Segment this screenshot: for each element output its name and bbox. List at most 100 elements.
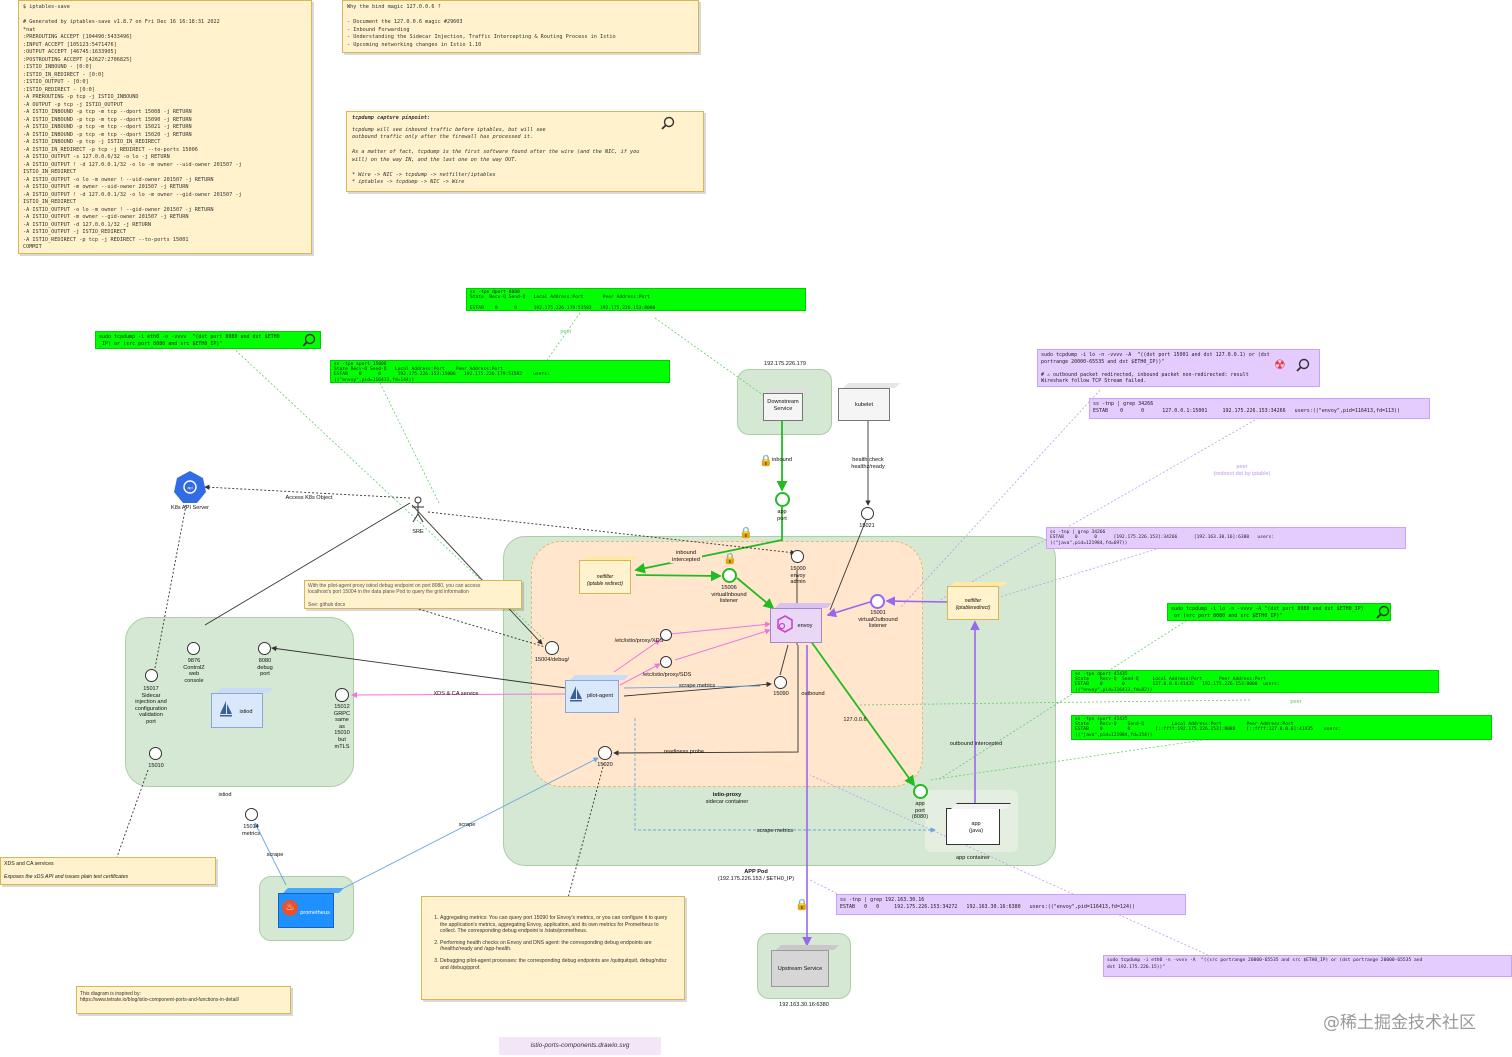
port-15012[interactable] [335, 688, 349, 702]
app-pod-ip-label: (192.175.226.153 / $ETH0_IP) [717, 876, 795, 882]
lock-icon: 🔒 [795, 899, 809, 911]
pilot-functions-list: Aggregating metrics: You can query port … [426, 915, 674, 971]
terminal-tcpdump-eth0-upstream-lines: sudo tcpdump -i eth0 -n -vvvv -A "((src … [1107, 958, 1423, 970]
port-15006[interactable] [722, 568, 737, 583]
terminal-ss-15006-lines: ss -tpn sport 15006 State Recv-Q Send-Q … [334, 362, 550, 383]
app-port-label: app port [777, 509, 787, 522]
scrape-label: scrape [266, 852, 284, 858]
port-15021-label: 15021 [859, 523, 875, 529]
downstream-label: Downstream Service [767, 399, 799, 412]
port-8080-debug-label: 8080 debug port [257, 658, 273, 678]
port-15004[interactable] [545, 641, 559, 655]
bind-magic-lines: Why the bind magic 127.0.0.6 ? - Documen… [347, 4, 616, 48]
downstream-ip: 192.175.226.179 [764, 361, 806, 367]
health-check-label: health check healthz/ready [851, 457, 885, 470]
terminal-tcpdump-lo-8080: sudo tcpdump -i lo -n -vvvv -A "(dst por… [1167, 603, 1391, 621]
terminal-ss-8080-lines: ss -tpn dport 8080 State Recv-Q Send-Q L… [470, 290, 656, 311]
kubelet-label: kubelet [854, 402, 874, 408]
flow-netfilter-to-15006 [635, 570, 722, 582]
istiod-box[interactable]: istiod [211, 688, 273, 728]
upstream-label: Upstream Service [777, 966, 823, 972]
prometheus-label: prometheus [300, 910, 330, 916]
access-k8s-label: Access K8s Object [285, 495, 333, 501]
inspired-note: This diagram is inspired by: https://www… [76, 986, 291, 1014]
magnifier-icon [661, 116, 675, 132]
pilot-debug-lines: With the pilot-agent proxy istiod debug … [308, 583, 481, 608]
tcpdump-pinpoint-title: tcpdump capture pinpoint: [352, 115, 431, 121]
pilot-functions-note: Aggregating metrics: You can query port … [421, 896, 685, 1000]
sds-path-label: /etc/istio/proxy/SDS [642, 672, 692, 678]
port-9876[interactable] [187, 642, 200, 655]
app-pod-label: APP Pod [744, 869, 768, 875]
terminal-tcpdump-8080: sudo tcpdump -i eth0 -n -vvvv "(dst port… [95, 331, 321, 349]
peer-label-3: peer [1290, 699, 1302, 705]
tcpdump-pinpoint-note: tcpdump capture pinpoint: tcpdump will s… [346, 111, 704, 192]
port-15017[interactable] [145, 669, 158, 682]
netfilter-inbound[interactable]: netfilter (iptable redirect) [579, 556, 639, 594]
port-15000[interactable] [791, 550, 804, 563]
outbound-label: outbound [801, 691, 825, 697]
terminal-tcpdump-lo-8080-lines: sudo tcpdump -i lo -n -vvvv -A "(dst por… [1171, 606, 1364, 619]
app-java[interactable]: app (java) [946, 803, 1011, 845]
netfilter-inbound-label: netfilter (iptable redirect) [586, 574, 624, 587]
peer-label-2: peer (redirect dst by iptable) [1213, 464, 1271, 477]
pilot-function-item: Aggregating metrics: You can query port … [440, 915, 674, 935]
flow-envoy-to-app-port-8080 [809, 639, 916, 787]
k8s-api-server[interactable]: api [173, 470, 207, 504]
netfilter-outbound-label: netfilter (iptableredirect) [955, 598, 991, 611]
terminal-ss-8080: ss -tpn dport 8080 State Recv-Q Send-Q L… [466, 288, 806, 311]
port-15020[interactable] [598, 746, 612, 760]
terminal-ss-41435-java-lines: ss -tpn sport 41435 State Recv-Q Send-Q … [1075, 717, 1341, 738]
port-15090-label: 15090 [773, 691, 789, 697]
port-15010[interactable] [149, 747, 162, 760]
port-8080-debug[interactable] [258, 642, 271, 655]
app-container-label: app container [956, 855, 990, 861]
port-app-8080[interactable] [913, 784, 928, 799]
port-15006-label: 15006 virtualInbound listener [711, 585, 747, 605]
terminal-ss-41435-envoy-lines: ss -tpn dport 41435 State Recv-Q Send-Q … [1075, 672, 1280, 693]
downstream-service[interactable]: Downstream Service [763, 389, 811, 421]
port-app-inbound[interactable] [775, 492, 790, 507]
radiation-icon: ☢ [1274, 357, 1286, 372]
inbound-intercepted-label: inbound intercepted [670, 550, 702, 564]
xds-ca-note: XDS and CA services Exposes the xDS API … [0, 857, 216, 885]
port-9876-label: 9876 ControlZ web console [183, 658, 205, 684]
sds-socket[interactable] [660, 656, 672, 668]
port-127-label: 127.0.0.6 [843, 717, 867, 723]
terminal-ss-34266-java: ss -tnp | grep 34266 ESTAB 0 0 [192.175.… [1046, 527, 1406, 549]
istio-proxy-label: istio-proxy [712, 792, 742, 798]
prometheus-box[interactable]: ♨ prometheus [278, 888, 344, 928]
iptables-lines: $ iptables-save # Generated by iptables-… [23, 4, 242, 250]
terminal-ss-upstream: ss -tnp | grep 192.163.30.16 ESTAB 0 0 1… [836, 894, 1186, 915]
pilot-function-item: Debugging pilot-agent processes: the cor… [440, 958, 674, 971]
inspired-lines: This diagram is inspired by: https://www… [80, 991, 239, 1004]
app-java-label: app (java) [969, 821, 983, 834]
xds-path-label: /etc/istio/proxy/XDS [614, 638, 664, 644]
flow-app-port-to-netfilter [634, 507, 783, 574]
port-15021[interactable] [861, 507, 874, 520]
envoy-proxy[interactable]: envoy [770, 603, 832, 643]
pilot-agent[interactable]: pilot-agent [565, 675, 629, 713]
upstream-service[interactable]: Upstream Service [771, 945, 839, 987]
k8s-api-label: K8s API Server [171, 505, 209, 511]
xds-ca-title: XDS and CA services [4, 861, 54, 867]
person-icon [412, 496, 424, 523]
terminal-ss-upstream-lines: ss -tnp | grep 192.163.30.16 ESTAB 0 0 1… [840, 897, 1136, 910]
port-15090[interactable] [774, 676, 787, 689]
envoy-icon [776, 615, 794, 635]
lock-icon: 🔒 [739, 527, 753, 539]
port-15001[interactable] [870, 594, 885, 609]
kubelet[interactable]: kubelet [838, 383, 900, 421]
terminal-tcpdump-8080-lines: sudo tcpdump -i eth0 -n -vvvv "(dst port… [99, 334, 280, 347]
xds-socket[interactable] [660, 629, 672, 641]
netfilter-outbound[interactable]: netfilter (iptableredirect) [947, 582, 1007, 620]
flow-netfilter-out-to-15001 [885, 596, 949, 606]
bind-magic-note: Why the bind magic 127.0.0.6 ? - Documen… [342, 0, 699, 53]
envoy-label: envoy [797, 623, 813, 629]
sre-actor[interactable] [410, 496, 426, 526]
pilot-function-item: Performing health checks on Envoy and DN… [440, 940, 674, 953]
kubernetes-icon: api [174, 471, 206, 503]
istiod-region-label: istiod [218, 792, 232, 798]
port-15014[interactable] [245, 808, 258, 821]
